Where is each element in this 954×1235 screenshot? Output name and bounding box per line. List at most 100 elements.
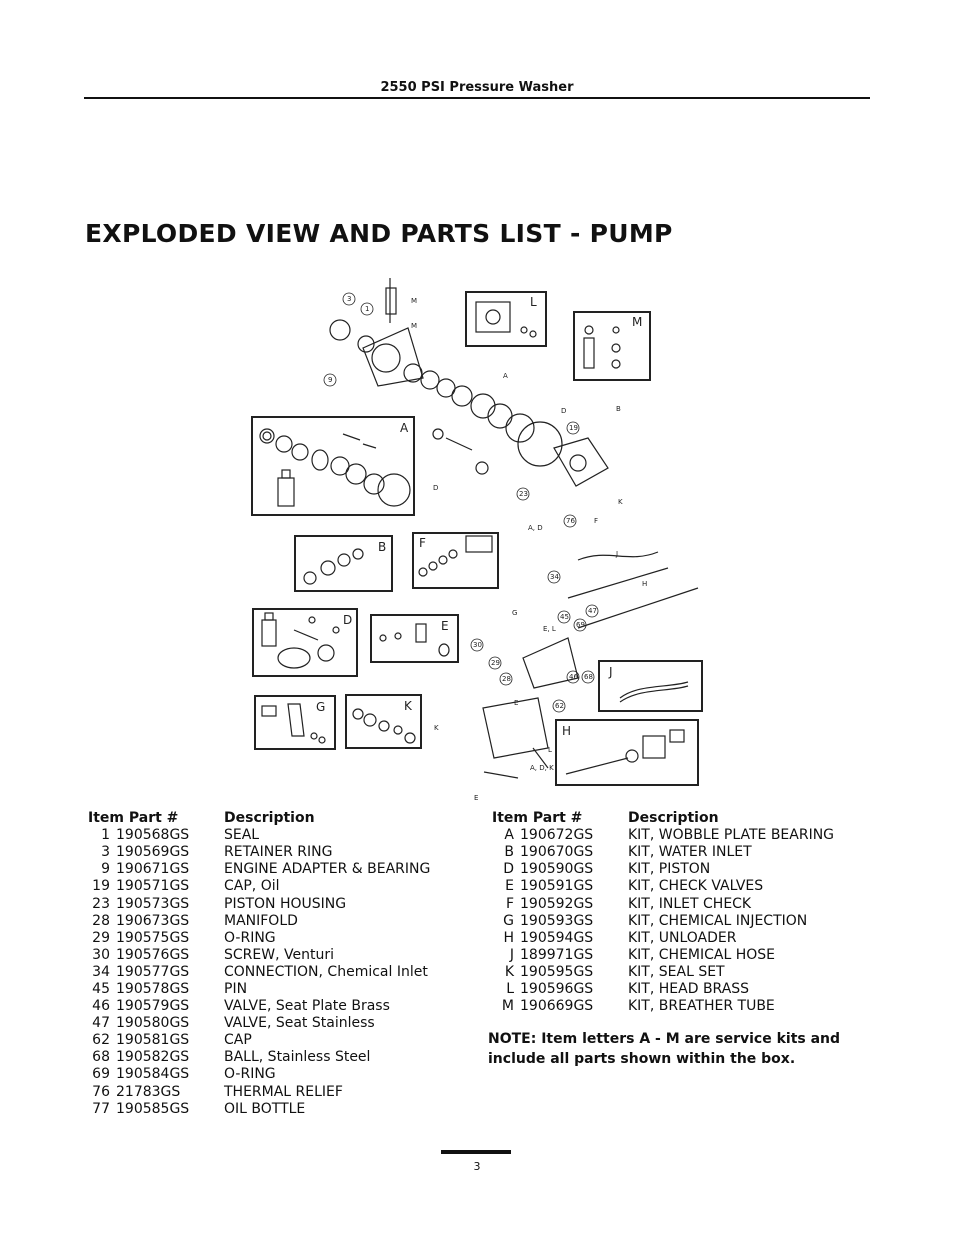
svg-text:19: 19 <box>569 424 578 432</box>
part-description: CAP, Oil <box>224 878 280 895</box>
part-number: 190576GS <box>116 946 190 963</box>
part-number: 21783GS <box>116 1083 181 1100</box>
svg-text:M: M <box>411 322 417 330</box>
svg-text:45: 45 <box>560 613 569 621</box>
part-description: CAP <box>224 1032 252 1049</box>
svg-text:34: 34 <box>550 573 559 581</box>
part-number: 190590GS <box>520 861 594 878</box>
svg-text:62: 62 <box>555 702 564 710</box>
part-description: THERMAL RELIEF <box>224 1083 343 1100</box>
part-description: BALL, Stainless Steel <box>224 1049 371 1066</box>
kit-box-g: G <box>254 695 336 750</box>
svg-text:B: B <box>616 405 621 413</box>
kit-box-h: H <box>555 719 699 786</box>
header-description: Description <box>224 810 315 827</box>
part-number: 190591GS <box>520 878 594 895</box>
svg-text:28: 28 <box>502 675 511 683</box>
part-number: 190569GS <box>116 844 190 861</box>
kit-box-j: J <box>598 660 703 712</box>
svg-text:H: H <box>642 580 647 588</box>
part-description: OIL BOTTLE <box>224 1100 306 1117</box>
kit-box-f: F <box>412 532 499 589</box>
part-description: SEAL <box>224 827 260 844</box>
part-number: 190592GS <box>520 895 594 912</box>
svg-text:E: E <box>441 619 449 633</box>
part-description: ENGINE ADAPTER & BEARING <box>224 861 431 878</box>
kit-box-k: K <box>345 694 422 749</box>
part-number: 190581GS <box>116 1032 190 1049</box>
svg-text:J: J <box>608 665 613 679</box>
part-description: KIT, WATER INLET <box>628 844 752 861</box>
inline-labels: M M A D B K D A, D F J H G E, L E K L A,… <box>411 297 647 802</box>
part-description: VALVE, Seat Stainless <box>224 1015 375 1032</box>
part-number: 190593GS <box>520 912 594 929</box>
svg-text:23: 23 <box>519 490 528 498</box>
part-number: 190568GS <box>116 827 190 844</box>
part-number: 190573GS <box>116 895 190 912</box>
part-number: 190575GS <box>116 929 190 946</box>
part-description: KIT, CHEMICAL INJECTION <box>628 912 808 929</box>
part-description: KIT, PISTON <box>628 861 711 878</box>
svg-text:K: K <box>434 724 439 732</box>
svg-text:F: F <box>419 536 426 550</box>
svg-text:E: E <box>474 794 478 802</box>
svg-text:D: D <box>433 484 438 492</box>
kit-box-a: A <box>251 416 415 516</box>
part-number: 190584GS <box>116 1066 190 1083</box>
svg-text:F: F <box>594 517 598 525</box>
part-description: CONNECTION, Chemical Inlet <box>224 963 428 980</box>
part-number: 190595GS <box>520 963 594 980</box>
svg-text:G: G <box>512 609 517 617</box>
header-description: Description <box>628 810 719 827</box>
part-description: VALVE, Seat Plate Brass <box>224 998 390 1015</box>
svg-text:A: A <box>400 421 409 435</box>
svg-text:J: J <box>615 550 618 558</box>
kit-box-e: E <box>370 614 459 663</box>
part-number: 190596GS <box>520 980 594 997</box>
svg-text:H: H <box>562 724 571 738</box>
part-description: PISTON HOUSING <box>224 895 347 912</box>
part-number: 190579GS <box>116 998 190 1015</box>
part-description: KIT, CHEMICAL HOSE <box>628 946 775 963</box>
page-number: 3 <box>473 1160 481 1173</box>
header-rule <box>84 97 870 99</box>
svg-text:76: 76 <box>566 517 575 525</box>
svg-text:29: 29 <box>491 659 500 667</box>
part-number: 190672GS <box>520 827 594 844</box>
part-number: 189971GS <box>520 946 594 963</box>
header-item-part: Item Part # <box>88 810 179 827</box>
